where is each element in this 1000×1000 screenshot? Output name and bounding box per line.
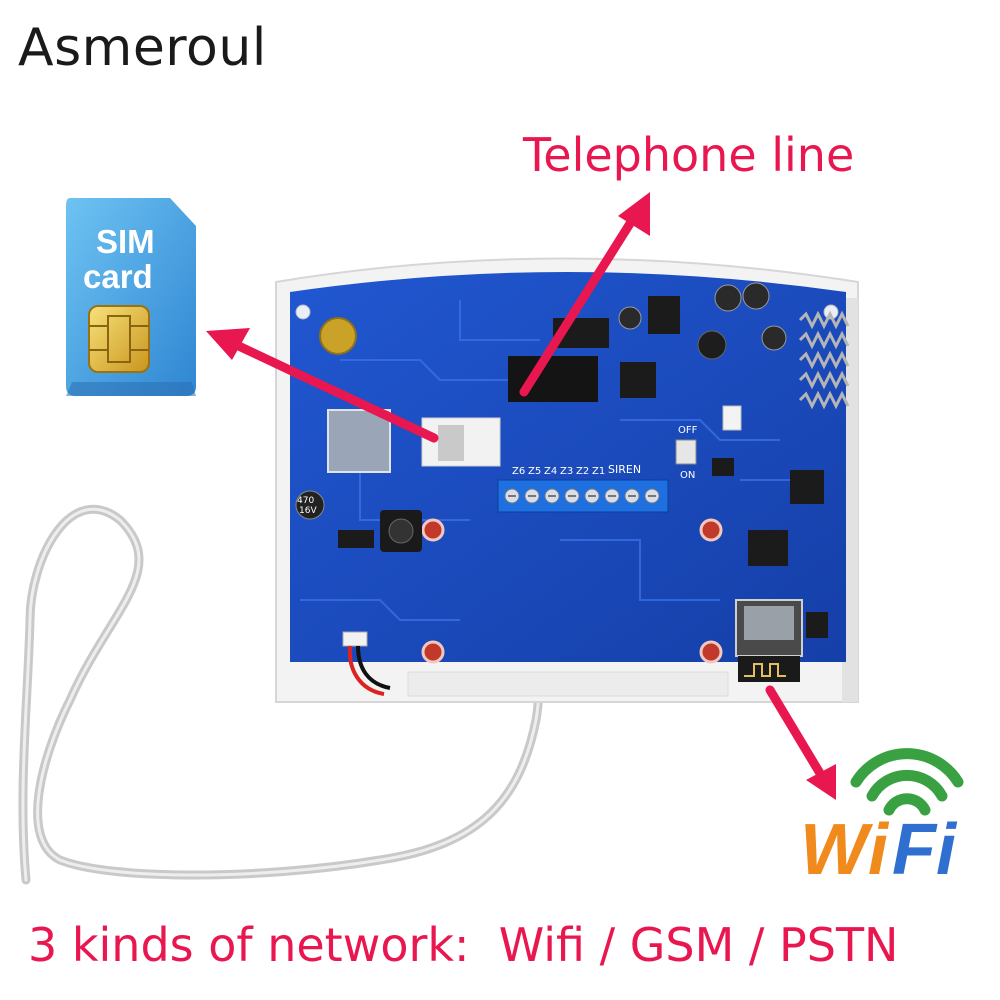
coin-battery — [319, 317, 357, 355]
wifi-module — [735, 599, 803, 682]
antenna-coil — [798, 310, 850, 410]
zone-label: Z5 — [528, 466, 541, 477]
mount-holes — [295, 304, 839, 664]
wifi-letter-i2: i — [936, 810, 958, 890]
wifi-letter-i: i — [868, 810, 890, 890]
wifi-letter-w: W — [800, 810, 874, 890]
arrow-icon — [519, 192, 650, 397]
zone-label: Z2 — [576, 466, 589, 477]
zone-label: Z6 — [512, 466, 525, 477]
telephone-line-label: Telephone line — [523, 128, 855, 182]
gsm-module — [327, 409, 391, 473]
zone-label: Z1 — [592, 466, 605, 477]
cap-marking: 470 — [297, 496, 314, 506]
terminal-block — [497, 479, 669, 513]
off-marking: OFF — [678, 425, 698, 436]
brand-name: Asmeroul — [18, 18, 267, 78]
on-marking: ON — [680, 470, 695, 481]
arrow-icon — [206, 328, 439, 443]
wifi-logo-icon: W i F i — [800, 748, 964, 890]
network-caption: 3 kinds of network: Wifi / GSM / PSTN — [28, 918, 899, 972]
svg-text:16V: 16V — [299, 506, 317, 516]
wifi-letter-f: F — [892, 810, 938, 890]
arrow-icon — [765, 685, 836, 800]
sim-card-icon: SIM card — [66, 198, 196, 396]
sim-label-line2: card — [83, 258, 153, 295]
zone-label: Z4 — [544, 466, 557, 477]
battery-connector — [342, 631, 368, 647]
sim-label-line1: SIM — [96, 223, 155, 260]
siren-marking: SIREN — [608, 463, 641, 476]
dip-switch — [675, 439, 697, 465]
zone-label: Z3 — [560, 466, 573, 477]
capacitors — [295, 282, 787, 520]
